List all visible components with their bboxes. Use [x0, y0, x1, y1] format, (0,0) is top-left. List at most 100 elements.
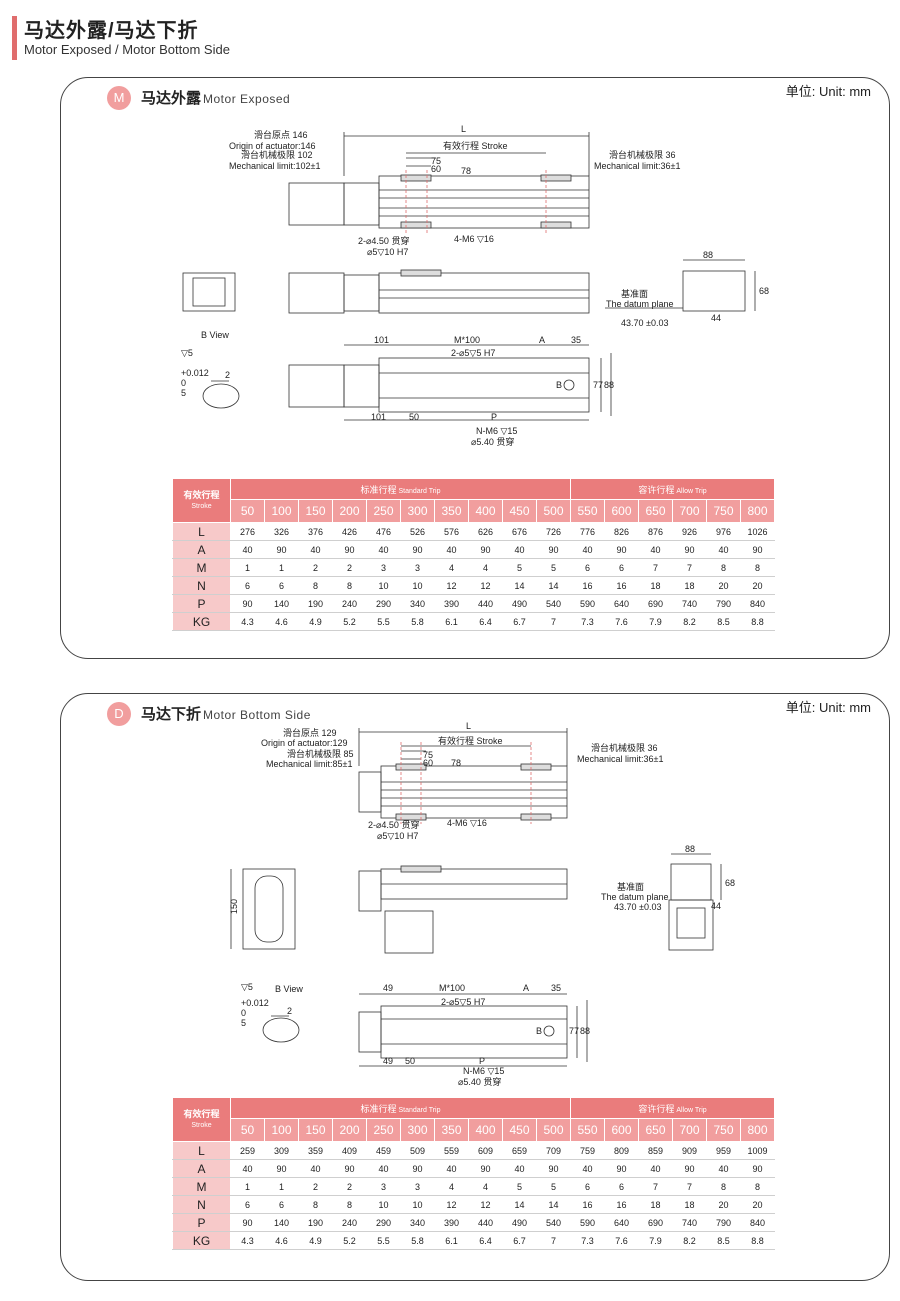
dim-2: 2	[225, 370, 230, 380]
dim-88: 88	[685, 844, 695, 854]
table-cell: 5	[502, 1177, 537, 1196]
table-cell: 759	[570, 1141, 605, 1160]
table-cell: 7	[672, 558, 707, 577]
table-cell: 340	[400, 594, 435, 613]
table-cell: 90	[536, 1159, 571, 1178]
corner-en: Stroke	[191, 1121, 212, 1129]
dim-88b: 88	[580, 1026, 590, 1036]
table-cell: 559	[434, 1141, 469, 1160]
table-cell: 90	[400, 1159, 435, 1178]
table-cell: 326	[264, 522, 299, 541]
table-cell: 276	[230, 522, 265, 541]
page-title: 马达外露/马达下折	[24, 20, 199, 42]
b-view-label: B View	[201, 330, 229, 340]
table-cell: 8	[706, 1177, 741, 1196]
table-cell: 4	[468, 558, 503, 577]
table-cell: 40	[570, 540, 605, 559]
table-cell: 4	[434, 1177, 469, 1196]
stroke-cell: 400	[468, 1118, 503, 1142]
hole-label-2: ⌀5▽10 H7	[377, 831, 418, 841]
table-cell: 6.1	[434, 1231, 469, 1250]
table-cell: 20	[740, 576, 775, 595]
table-cell: 14	[502, 576, 537, 595]
standard-trip-en: Standard Trip	[398, 1106, 441, 1114]
table-cell: 90	[332, 540, 367, 559]
table-cell: 2	[332, 558, 367, 577]
section-title-cn: 马达外露	[141, 90, 202, 107]
tolerance-zero: 0	[181, 378, 186, 388]
corner-cell: 有效行程 Stroke	[172, 1097, 231, 1142]
table-cell: 7	[536, 1231, 571, 1250]
table-cell: 7.3	[570, 1231, 605, 1250]
table-cell: 590	[570, 594, 605, 613]
stroke-cell: 750	[706, 499, 741, 523]
table-cell: 6	[230, 576, 265, 595]
table-cell: 18	[638, 1195, 673, 1214]
table-cell: 490	[502, 1213, 537, 1232]
table-cell: 640	[604, 594, 639, 613]
table-cell: 4.9	[298, 612, 333, 631]
table-cell: 709	[536, 1141, 571, 1160]
datum-en: The datum plane	[601, 892, 669, 902]
dim-left-bottom: 101	[371, 412, 386, 422]
table-cell: 776	[570, 522, 605, 541]
dim-left-top: 49	[383, 983, 393, 993]
table-cell: 526	[400, 522, 435, 541]
dim-left-top: 101	[374, 335, 389, 345]
origin-cn: 滑台原点 129	[283, 727, 337, 738]
table-cell: 90	[230, 1213, 265, 1232]
dim-P: P	[479, 1056, 485, 1066]
table-cell: 690	[638, 594, 673, 613]
dim-50: 50	[409, 412, 419, 422]
dim-50: 50	[405, 1056, 415, 1066]
hole-label-2: ⌀5▽10 H7	[367, 247, 408, 257]
table-cell: 140	[264, 1213, 299, 1232]
table-cell: 8	[706, 558, 741, 577]
table-cell: 18	[672, 1195, 707, 1214]
table-cell: 10	[366, 1195, 401, 1214]
dim-P: P	[491, 412, 497, 422]
dim-A: A	[539, 335, 545, 345]
technical-drawing: L 滑台原点 146 Origin of actuator:146 滑台机械极限…	[181, 124, 769, 447]
stroke-cell: 350	[434, 1118, 469, 1142]
stroke-cell: 450	[502, 1118, 537, 1142]
mech-left-cn: 滑台机械极限 85	[287, 748, 354, 759]
row-header: P	[172, 1213, 231, 1232]
table-cell: 40	[638, 1159, 673, 1178]
dim-35: 35	[551, 983, 561, 993]
table-cell: 40	[502, 1159, 537, 1178]
datum-en: The datum plane	[606, 299, 674, 309]
table-cell: 240	[332, 1213, 367, 1232]
corner-cn: 有效行程	[183, 489, 220, 500]
table-cell: 8.8	[740, 612, 775, 631]
table-cell: 40	[502, 540, 537, 559]
table-cell: 8	[298, 1195, 333, 1214]
table-cell: 16	[570, 576, 605, 595]
table-cell: 190	[298, 594, 333, 613]
stroke-cell: 250	[366, 499, 401, 523]
table-cell: 6	[264, 1195, 299, 1214]
stroke-cell: 600	[604, 1118, 639, 1142]
table-cell: 90	[672, 1159, 707, 1178]
table-cell: 690	[638, 1213, 673, 1232]
dim-77: 77	[569, 1026, 579, 1036]
table-cell: 490	[502, 594, 537, 613]
table-cell: 12	[434, 1195, 469, 1214]
actuator-body	[380, 765, 568, 819]
table-cell: 90	[672, 540, 707, 559]
stroke-cell: 50	[230, 1118, 265, 1142]
table-cell: 90	[740, 540, 775, 559]
dim-m100: M*100	[439, 983, 465, 993]
nm6-label: N-M6 ▽15	[463, 1066, 504, 1076]
table-cell: 40	[230, 540, 265, 559]
table-cell: 790	[706, 1213, 741, 1232]
table-cell: 7	[672, 1177, 707, 1196]
stroke-label: 有效行程 Stroke	[438, 735, 503, 746]
